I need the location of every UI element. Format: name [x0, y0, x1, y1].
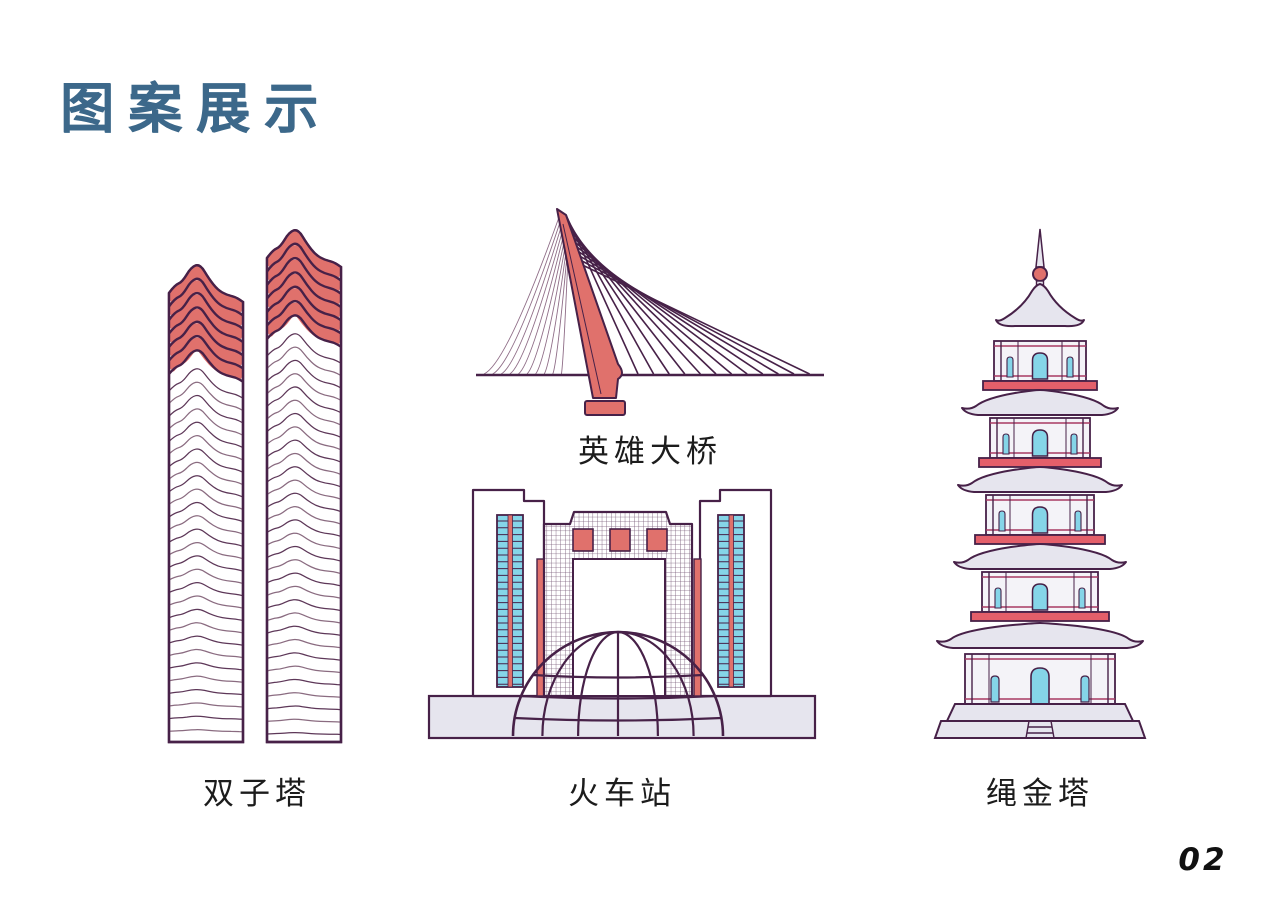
station-window-strip: [717, 514, 745, 688]
tower-waves: [267, 231, 341, 736]
station-platform: [427, 694, 817, 740]
bridge-cables-left: [483, 217, 569, 375]
bridge: [476, 208, 824, 416]
pagoda-window: [1006, 356, 1014, 378]
train-station-label: 火车站: [568, 776, 676, 811]
pagoda-window: [1070, 433, 1078, 455]
station-red-square: [572, 528, 594, 552]
pagoda-red-band: [982, 380, 1098, 391]
pagoda-window: [1031, 583, 1049, 611]
bridge-pedestal: [584, 400, 626, 416]
pagoda-red-band: [974, 534, 1106, 545]
pagoda-bottom-roof: [936, 622, 1144, 649]
train-station-illustration: [427, 488, 817, 740]
pagoda-base-lower: [933, 720, 1147, 739]
station: [427, 488, 817, 740]
tower-waves: [169, 266, 243, 733]
pagoda-top-roof: [995, 283, 1085, 328]
pagoda-window: [1031, 352, 1049, 380]
page-number: 02: [1178, 842, 1228, 878]
page-title: 图案展示: [60, 76, 332, 140]
tower-left: [167, 264, 245, 744]
pagoda: [933, 228, 1147, 739]
pagoda-window: [1078, 587, 1086, 609]
pagoda-red-band: [970, 611, 1110, 622]
pagoda-window: [1002, 433, 1010, 455]
station-red-square: [646, 528, 668, 552]
pagoda-window: [1030, 667, 1050, 705]
pagoda-spire-ball: [1032, 266, 1048, 282]
pagoda-roof: [957, 466, 1123, 493]
pagoda-base-upper: [945, 703, 1135, 722]
bridge-cables-right: [565, 214, 810, 375]
station-red-square: [609, 528, 631, 552]
pagoda-window: [994, 587, 1002, 609]
shengjin-pagoda-label: 绳金塔: [986, 776, 1094, 811]
pagoda-roof: [953, 543, 1127, 570]
twin-towers-illustration: [167, 229, 343, 744]
pagoda-red-band: [978, 457, 1102, 468]
pagoda-window: [1031, 506, 1049, 534]
pagoda-window: [1080, 675, 1090, 703]
pagoda-window: [990, 675, 1000, 703]
station-dome: [511, 630, 725, 737]
bridge-pylon-edge: [562, 223, 602, 395]
station-window-strip: [496, 514, 524, 688]
pagoda-window: [1074, 510, 1082, 532]
twin-towers-label: 双子塔: [203, 776, 311, 811]
shengjin-pagoda-illustration: [933, 228, 1147, 739]
bridge-pylon: [556, 208, 623, 399]
hero-bridge-illustration: [476, 208, 824, 416]
pagoda-window: [1066, 356, 1074, 378]
pagoda-window: [998, 510, 1006, 532]
pagoda-spire-needle: [1035, 228, 1045, 268]
hero-bridge-label: 英雄大桥: [578, 434, 722, 469]
pagoda-window: [1031, 429, 1049, 457]
pagoda-steps: [1025, 720, 1055, 739]
tower-right: [265, 229, 343, 744]
pagoda-roof: [961, 389, 1119, 416]
